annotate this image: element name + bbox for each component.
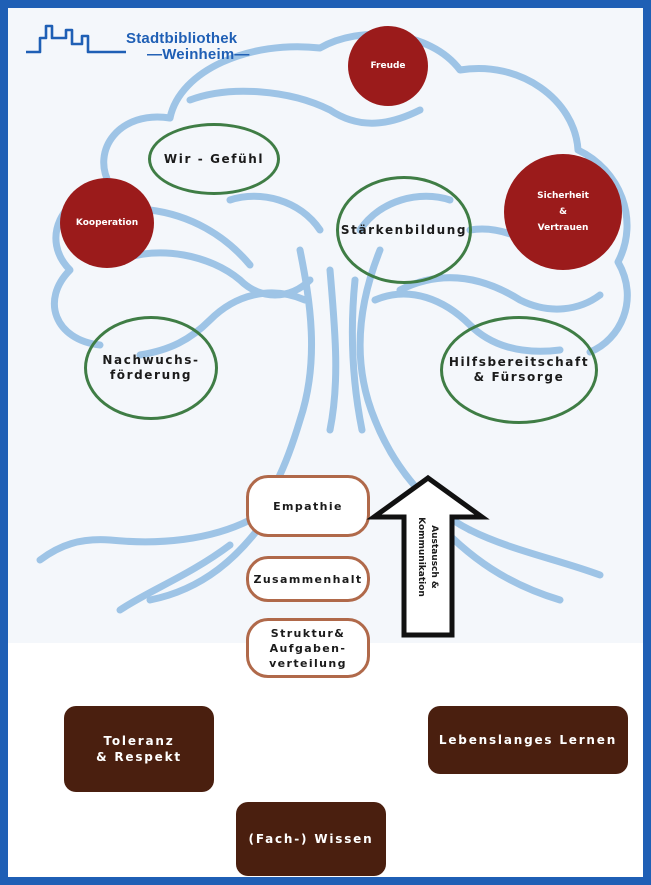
node-freude: Freude [348, 26, 428, 106]
logo-line-1: Stadtbibliothek [126, 30, 238, 47]
block-lebenslanges-lernen: Lebenslanges Lernen [428, 706, 628, 774]
arrow-label-austausch-kommunikation: Austausch & Kommunikation [416, 517, 439, 597]
block-fach-wissen: (Fach-) Wissen [236, 802, 386, 876]
node-sicherheit-vertrauen: Sicherheit & Vertrauen [504, 154, 622, 270]
logo-line-2: —Weinheim— [147, 46, 250, 63]
node-nachwuchsfoerderung: Nachwuchs- förderung [84, 316, 218, 420]
pill-zusammenhalt: Zusammenhalt [246, 556, 370, 602]
castle-icon [26, 24, 126, 54]
library-logo: Stadtbibliothek —Weinheim— [22, 22, 252, 67]
logo-line-2-text: Weinheim [162, 46, 235, 63]
block-toleranz-respekt: Toleranz & Respekt [64, 706, 214, 792]
node-hilfsbereitschaft-fuersorge: Hilfsbereitschaft & Fürsorge [440, 316, 598, 424]
pill-struktur-aufgabenverteilung: Struktur& Aufgaben- verteilung [246, 618, 370, 678]
node-kooperation: Kooperation [60, 178, 154, 268]
node-staerkenbildung: Stärkenbildung [336, 176, 472, 284]
node-wir-gefuehl: Wir - Gefühl [148, 123, 280, 195]
pill-empathie: Empathie [246, 475, 370, 537]
